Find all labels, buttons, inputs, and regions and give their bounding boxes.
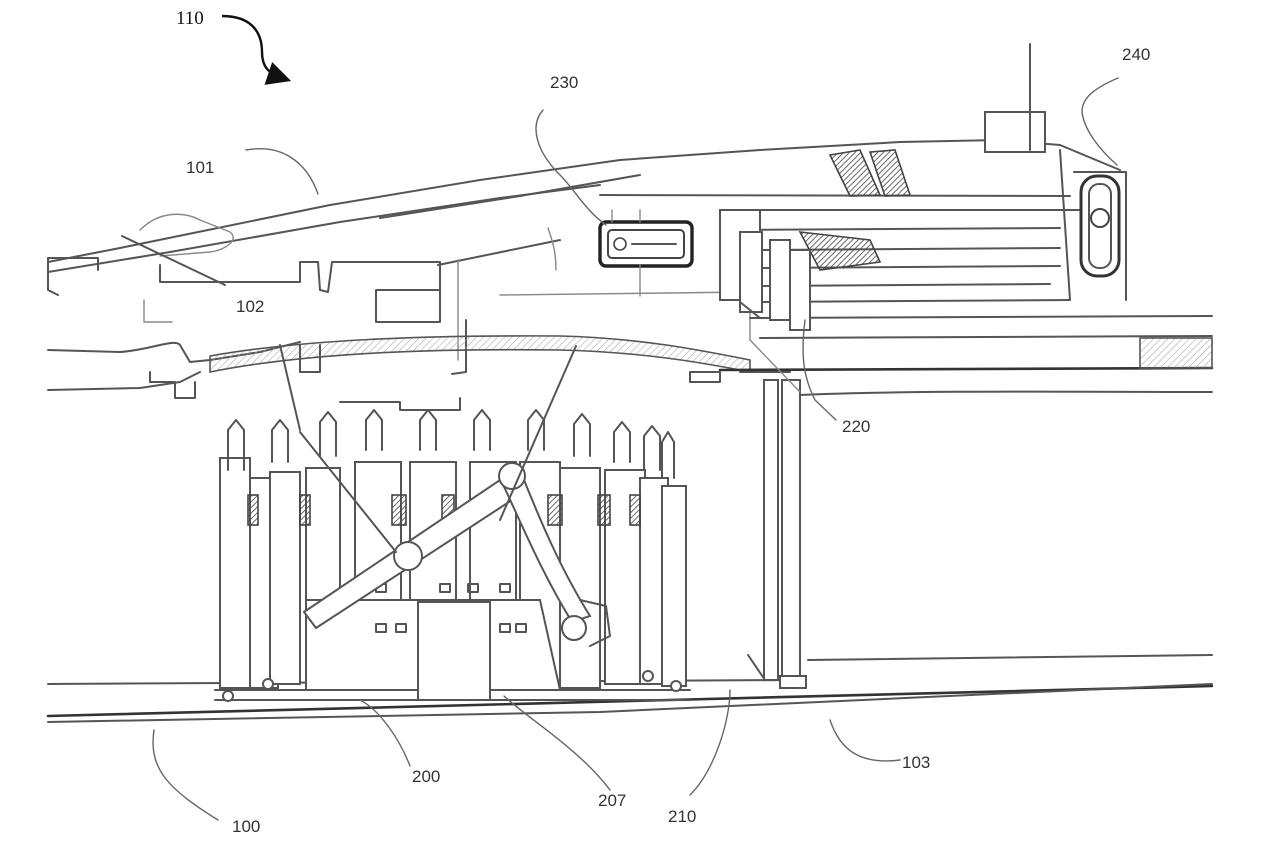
assembly-arrow xyxy=(221,14,292,85)
label-220: 220 xyxy=(842,417,870,436)
label-230: 230 xyxy=(550,73,578,92)
label-210: 210 xyxy=(668,807,696,826)
assembly-label: 110 xyxy=(176,8,204,29)
transfer-tubes xyxy=(279,344,611,647)
bypass-duct xyxy=(47,259,751,411)
label-207: 207 xyxy=(598,791,626,810)
drive-shafts xyxy=(227,409,675,479)
leader-240 xyxy=(1081,77,1119,166)
leader-103 xyxy=(829,719,901,762)
rear-mount-area xyxy=(598,43,1127,331)
label-240: 240 xyxy=(1122,45,1150,64)
mount-feet xyxy=(222,670,682,702)
gearbox-housing xyxy=(305,583,562,701)
leader-220 xyxy=(802,319,837,421)
leader-207 xyxy=(503,695,611,791)
leader-100 xyxy=(152,729,219,821)
label-200: 200 xyxy=(412,767,440,786)
leader-200 xyxy=(359,699,411,767)
leader-lines xyxy=(152,77,1119,821)
leader-210 xyxy=(689,689,731,796)
label-101: 101 xyxy=(186,158,214,177)
leader-101 xyxy=(245,148,319,195)
label-100: 100 xyxy=(232,817,260,836)
label-103: 103 xyxy=(902,753,930,772)
support-strut xyxy=(747,339,807,689)
accessory-cluster xyxy=(214,344,691,702)
reference-labels: 101 102 230 240 220 103 200 207 210 100 xyxy=(186,45,1150,836)
assembly-callout: 110 xyxy=(176,8,292,85)
label-102: 102 xyxy=(236,297,264,316)
leader-230 xyxy=(535,109,607,226)
